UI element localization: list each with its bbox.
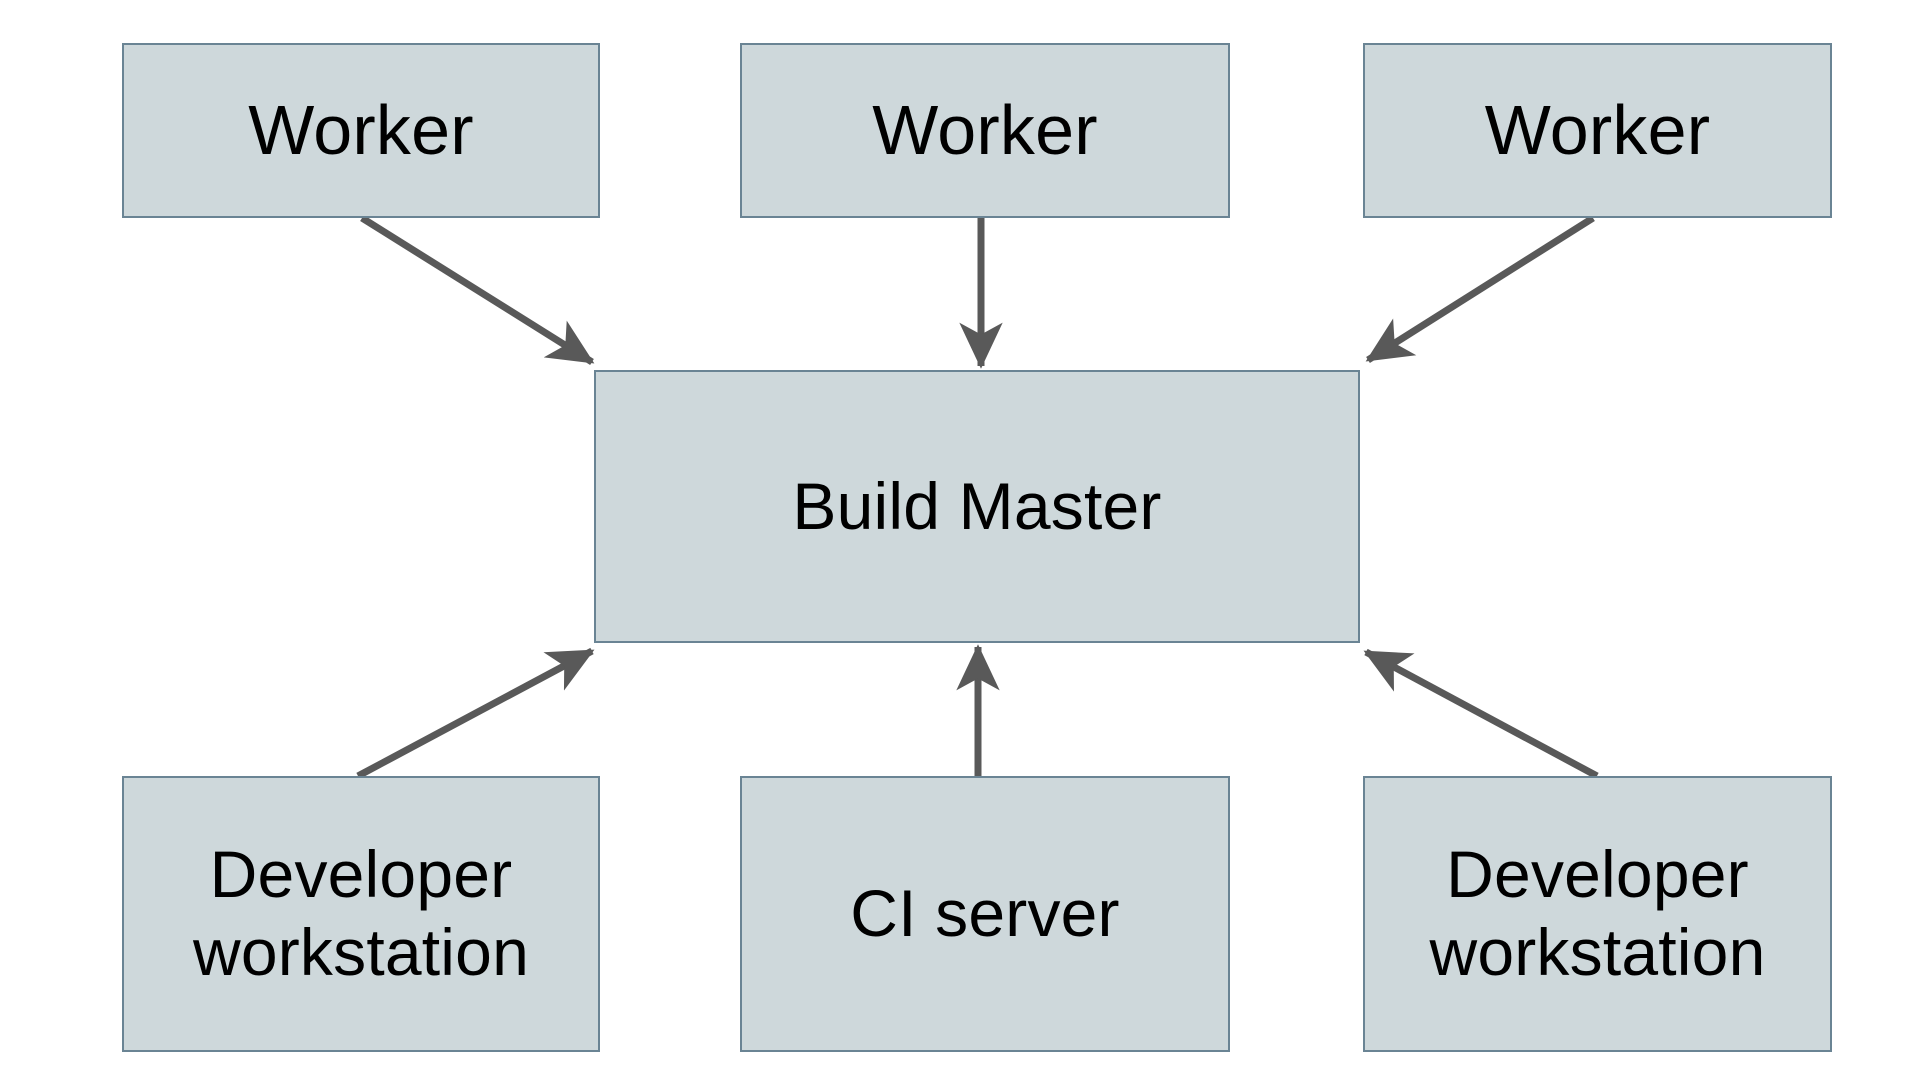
node-worker-1[interactable]: Worker: [122, 43, 600, 218]
node-worker-1-label: Worker: [248, 91, 474, 170]
node-worker-2[interactable]: Worker: [740, 43, 1230, 218]
edge-worker-3-to-build-master: [1365, 215, 1595, 363]
edge-worker-1-to-build-master: [360, 215, 595, 365]
node-ci-server[interactable]: CI server: [740, 776, 1230, 1052]
edge-dev-workstation-1-to-build-master: [356, 647, 595, 780]
node-worker-3-label: Worker: [1484, 91, 1711, 170]
node-developer-workstation-1[interactable]: Developer workstation: [122, 776, 600, 1052]
node-worker-3[interactable]: Worker: [1363, 43, 1832, 218]
edge-dev-workstation-2-to-build-master: [1363, 648, 1599, 780]
node-ci-server-label: CI server: [850, 876, 1120, 951]
node-developer-workstation-1-label: Developer workstation: [192, 837, 529, 989]
node-developer-workstation-2[interactable]: Developer workstation: [1363, 776, 1832, 1052]
node-build-master[interactable]: Build Master: [594, 370, 1360, 643]
node-worker-2-label: Worker: [872, 91, 1098, 170]
node-developer-workstation-2-label: Developer workstation: [1429, 837, 1766, 989]
node-build-master-label: Build Master: [792, 468, 1162, 543]
